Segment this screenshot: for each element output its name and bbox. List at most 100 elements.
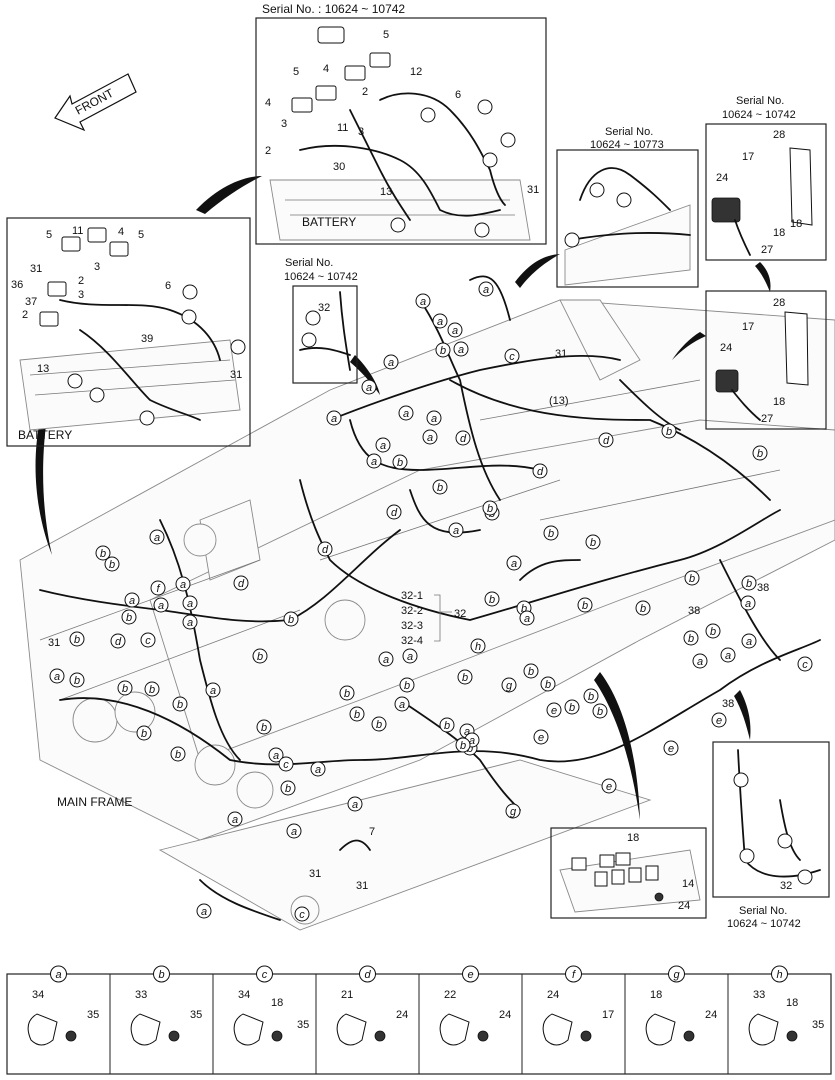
- legend-part-number: 33: [753, 989, 765, 1001]
- clamp-callout-circle: [121, 609, 137, 625]
- right-lower-num-4: 18: [773, 396, 785, 408]
- clamp-callout-circle: [149, 529, 165, 545]
- clamp-callout-letter: b: [462, 672, 468, 684]
- group-32-4: 32-4: [401, 635, 423, 647]
- legend-part-number: 35: [87, 1009, 99, 1021]
- clamp-callout-circle: [150, 580, 166, 596]
- clamp-callout-circle: [371, 716, 387, 732]
- top-battery-inset: Serial No. : 10624 ~ 10742 5 4 5 4 2 12 …: [255, 2, 547, 245]
- clamp-callout-circle: [233, 575, 249, 591]
- clamp-callout-letter: b: [710, 626, 716, 638]
- legend-letter: d: [364, 969, 371, 981]
- bmid-num-24: 24: [678, 900, 690, 912]
- clamp-callout-letter: b: [109, 559, 115, 571]
- clamp-callout-letter: a: [469, 735, 475, 747]
- clamp-callout-letter: b: [344, 688, 350, 700]
- clamp-callout-letter: b: [175, 749, 181, 761]
- legend-part-number: 24: [499, 1009, 511, 1021]
- clamp-part: [542, 1013, 573, 1046]
- clamp-callout-letter: a: [232, 814, 238, 826]
- clamp-callout-circle: [347, 796, 363, 812]
- right-serial-1: Serial No.: [736, 95, 784, 107]
- clamp-callout-letter: d: [460, 433, 467, 445]
- clamp-callout-letter: b: [126, 612, 132, 624]
- clamp-part: [27, 1013, 58, 1046]
- clamp-part: [748, 1013, 779, 1046]
- clamp-callout-letter: a: [464, 726, 470, 738]
- clamp-callout-circle: [378, 651, 394, 667]
- clamp-callout-letter: b: [100, 548, 106, 560]
- bolt-part: [683, 1030, 695, 1042]
- clamp-callout-circle: [683, 630, 699, 646]
- clamp-callout-letter: b: [141, 728, 147, 740]
- clamp-callout-letter: a: [697, 656, 703, 668]
- clamp-callout-circle: [422, 429, 438, 445]
- left-num-9: 3: [78, 289, 84, 301]
- clamp-callout-circle: [661, 423, 677, 439]
- clamp-callout-circle: [448, 522, 464, 538]
- clamp-callout-letter: b: [460, 740, 466, 752]
- clamp-callout-circle: [415, 293, 431, 309]
- clamp-callout-letter: b: [288, 614, 294, 626]
- top-num-3: 5: [293, 66, 299, 78]
- clamp-callout-letter: a: [453, 525, 459, 537]
- clamp-callout-letter: b: [757, 448, 763, 460]
- top-num-1: 5: [383, 29, 389, 41]
- clamp-callout-circle: [457, 669, 473, 685]
- left-num-3: 5: [46, 229, 52, 241]
- clamp-callout-circle: [394, 696, 410, 712]
- bmid-num-18: 18: [627, 832, 639, 844]
- right-num-3: 24: [716, 172, 728, 184]
- clamp-callout-letter: b: [437, 482, 443, 494]
- clamp-callout-letter: a: [407, 651, 413, 663]
- legend-part-number: 18: [271, 997, 283, 1009]
- clamp-callout-circle: [546, 702, 562, 718]
- clamp-callout-circle: [711, 712, 727, 728]
- clamp-callout-letter: a: [187, 598, 193, 610]
- clamp-callout-circle: [797, 656, 813, 672]
- clamp-callout-circle: [175, 576, 191, 592]
- clamp-callout-circle: [283, 611, 299, 627]
- legend-letter-circle: [359, 965, 376, 983]
- clamp-callout-letter: b: [688, 633, 694, 645]
- clamp-callout-letter: a: [458, 344, 464, 356]
- top-num-14: 31: [527, 184, 539, 196]
- clamp-callout-letter: b: [354, 709, 360, 721]
- clamp-callout-circle: [227, 811, 243, 827]
- clamp-callout-letter: a: [399, 699, 405, 711]
- bright-num-32: 32: [780, 880, 792, 892]
- clamp-callout-circle: [278, 756, 294, 772]
- clamp-callout-circle: [280, 780, 296, 796]
- bright-serial-2: 10624 ~ 10742: [727, 918, 801, 930]
- clamp-callout-circle: [124, 592, 140, 608]
- clamp-callout-circle: [398, 405, 414, 421]
- clamp-callout-letter: b: [548, 528, 554, 540]
- clamp-callout-circle: [533, 729, 549, 745]
- clamp-callout-letter: d: [537, 466, 544, 478]
- clamp-callout-letter: b: [545, 679, 551, 691]
- clamp-callout-circle: [447, 322, 463, 338]
- main-num-38b: 38: [688, 605, 700, 617]
- left-battery-inset: 11 4 5 5 31 3 2 36 3 37 2 6 39 13 31 BAT…: [6, 217, 251, 447]
- right-lower-inset: 28 17 24 18 27: [705, 290, 827, 430]
- clamp-callout-letter: a: [201, 906, 207, 918]
- bolt-part: [271, 1030, 283, 1042]
- clamp-callout-letter: a: [427, 432, 433, 444]
- clamp-callout-letter: b: [285, 783, 291, 795]
- clamp-callout-circle: [144, 681, 160, 697]
- clamp-callout-letter: b: [569, 702, 575, 714]
- right-lower-num-5: 27: [761, 413, 773, 425]
- clamp-callout-letter: b: [404, 680, 410, 692]
- clamp-callout-circle: [455, 430, 471, 446]
- right-num-1: 28: [773, 129, 785, 141]
- left-num-11: 2: [22, 309, 28, 321]
- clamp-callout-circle: [663, 740, 679, 756]
- top-inset-serial: Serial No. : 10624 ~ 10742: [262, 2, 405, 16]
- bolt-part: [477, 1030, 489, 1042]
- legend-part-number: 34: [32, 989, 44, 1001]
- clamp-callout-letter: a: [352, 799, 358, 811]
- clamp-callout-letter: a: [180, 579, 186, 591]
- clamp-callout-circle: [692, 653, 708, 669]
- bolt-part: [786, 1030, 798, 1042]
- clamp-callout-letter: b: [487, 503, 493, 515]
